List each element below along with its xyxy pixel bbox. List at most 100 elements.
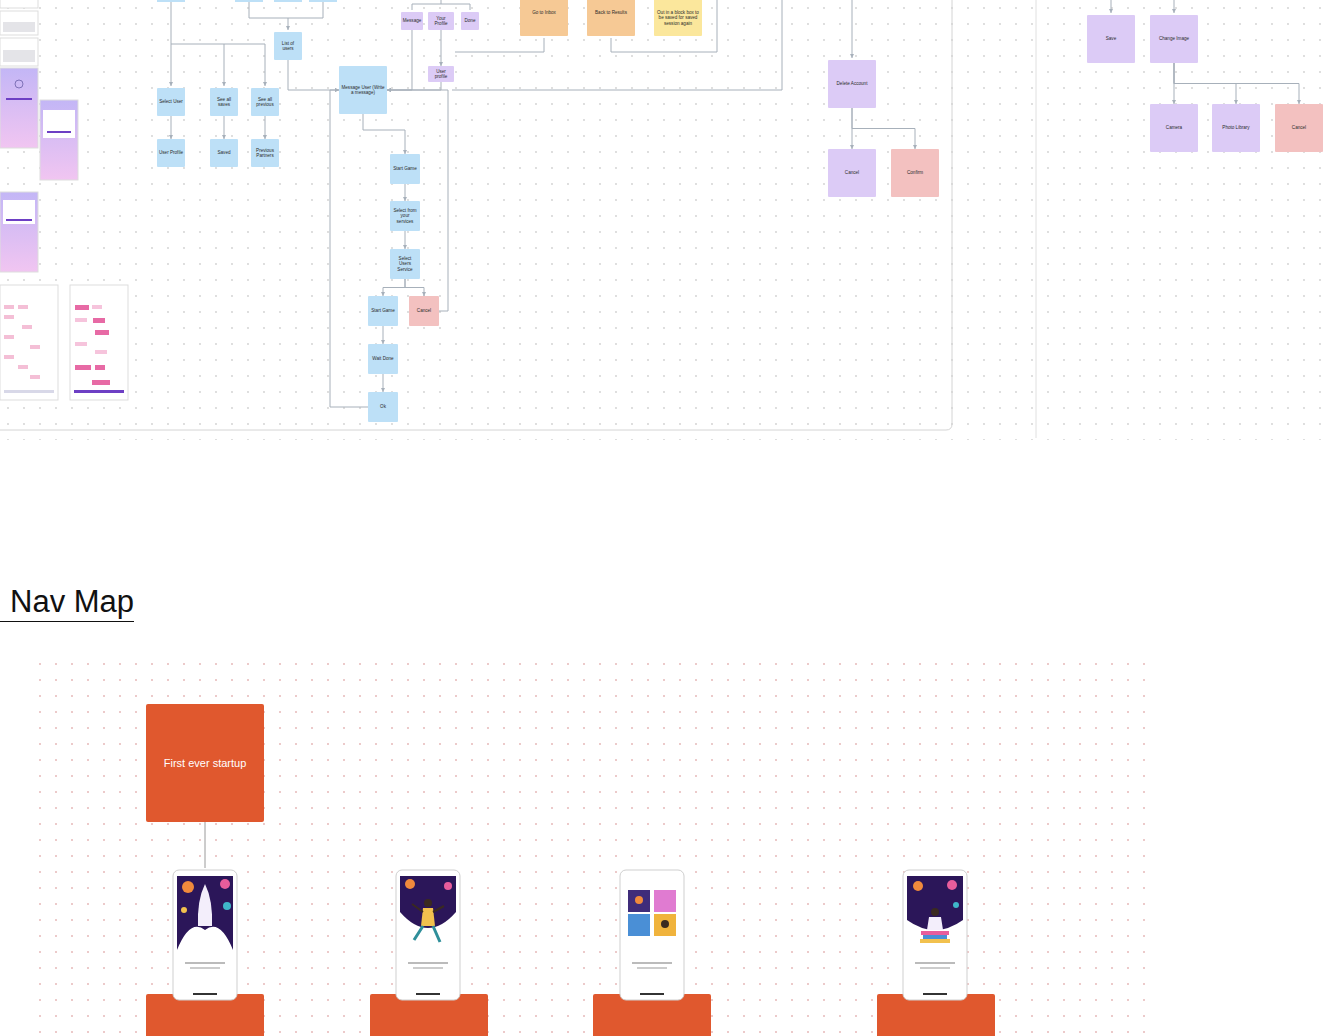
flow-connector — [441, 30, 442, 66]
process-box: Start Game — [390, 154, 420, 184]
space-background — [907, 876, 963, 930]
phone-screen — [903, 870, 967, 1000]
process-box: Ok — [368, 392, 398, 422]
node-text: Message — [403, 18, 422, 23]
node-text: Saved — [217, 150, 230, 155]
card — [43, 110, 75, 138]
text-bar — [915, 962, 955, 964]
section-title: Nav Map — [0, 586, 134, 622]
wire — [452, 0, 782, 90]
flow-connector — [405, 279, 424, 296]
screen-box: Delete Account — [828, 60, 876, 108]
node-text: User profile — [430, 69, 452, 80]
wire — [1111, 0, 1112, 13]
process-box: Previous Partners — [251, 139, 279, 167]
process-box: Select from your services — [390, 201, 420, 231]
node-text: Your Profile — [430, 16, 452, 27]
node-text: Select from your services — [392, 208, 418, 224]
node-text: Ok — [380, 404, 386, 409]
planet — [444, 882, 452, 890]
flow-connector — [1174, 63, 1299, 104]
screen-thumb — [0, 192, 38, 272]
screen-thumb — [40, 100, 78, 180]
phone-frame — [903, 870, 967, 1000]
flow-connector — [405, 184, 406, 201]
screen-thumb — [0, 38, 38, 66]
node-text: Save — [1106, 36, 1116, 41]
process-box: See all previous — [251, 88, 279, 116]
wire — [171, 44, 265, 45]
figure-body — [927, 917, 943, 930]
planet — [220, 879, 230, 889]
wire — [288, 2, 323, 18]
text-bar — [632, 962, 672, 964]
process-box: User Profile — [157, 139, 185, 167]
flow-connector — [363, 114, 405, 154]
figure-body — [421, 908, 435, 926]
flow-connector — [383, 279, 405, 296]
partial-box — [309, 0, 337, 2]
wire — [441, 0, 442, 4]
partial-box — [274, 0, 302, 2]
dot-grid — [0, 0, 1326, 440]
screen-thumb — [70, 285, 128, 400]
home-bar — [416, 993, 440, 995]
text-bar — [637, 967, 667, 969]
tile-figure — [661, 920, 669, 928]
screen-box: Cancel — [828, 149, 876, 197]
node-text: See all saves — [212, 97, 236, 108]
keyboard — [3, 50, 35, 62]
process-box: Saved — [210, 139, 238, 167]
flow-connector — [383, 326, 384, 344]
wire — [1174, 0, 1175, 13]
partial-box — [235, 0, 263, 2]
text-bar — [920, 967, 950, 969]
screen-box: Camera — [1150, 104, 1198, 152]
divider-line — [1036, 0, 1037, 438]
node-text: Back to Results — [595, 10, 627, 15]
flow-connector — [171, 116, 172, 139]
action-box: Back to Results — [587, 0, 635, 36]
node-text: Message User (Write a message) — [341, 85, 385, 96]
process-box: Wait Done — [368, 344, 398, 374]
node-text: Select Users Service — [392, 256, 418, 272]
option-grid — [75, 305, 110, 385]
text-bar — [408, 962, 448, 964]
process-box: Select User — [157, 88, 185, 116]
flow-connector — [852, 108, 915, 149]
node-text: Cancel — [417, 308, 431, 313]
cloud — [177, 927, 233, 950]
phone-screen — [396, 870, 460, 1000]
cancel-box: Confirm — [891, 149, 939, 197]
tile — [628, 890, 650, 912]
node-text: Cancel — [845, 170, 859, 175]
screen-box: Change Image — [1150, 15, 1198, 63]
planet — [913, 881, 923, 891]
node-text: Wait Done — [372, 356, 393, 361]
action-box: Go to Inbox — [520, 0, 568, 36]
flow-connector — [387, 90, 448, 311]
node-text: User Profile — [159, 150, 183, 155]
screen-box: User profile — [428, 66, 454, 82]
node-text: Done — [465, 18, 476, 23]
node-text: Start Game — [371, 308, 395, 313]
wires — [171, 0, 1174, 90]
screen-thumb — [0, 68, 38, 148]
flow-connector — [383, 374, 384, 392]
node-text: See all previous — [253, 97, 277, 108]
button — [47, 131, 71, 133]
screen-box: Message — [401, 12, 424, 30]
button — [6, 98, 32, 100]
text-bar — [185, 962, 225, 964]
process-box: Start Game — [368, 296, 398, 326]
process-box: See all saves — [210, 88, 238, 116]
node-text: Change Image — [1159, 36, 1189, 41]
wire — [852, 0, 853, 58]
node-text: Previous Partners — [253, 148, 277, 159]
screen-box: Save — [1087, 15, 1135, 63]
cancel-box: Cancel — [409, 296, 439, 326]
flow-connector — [330, 90, 368, 407]
